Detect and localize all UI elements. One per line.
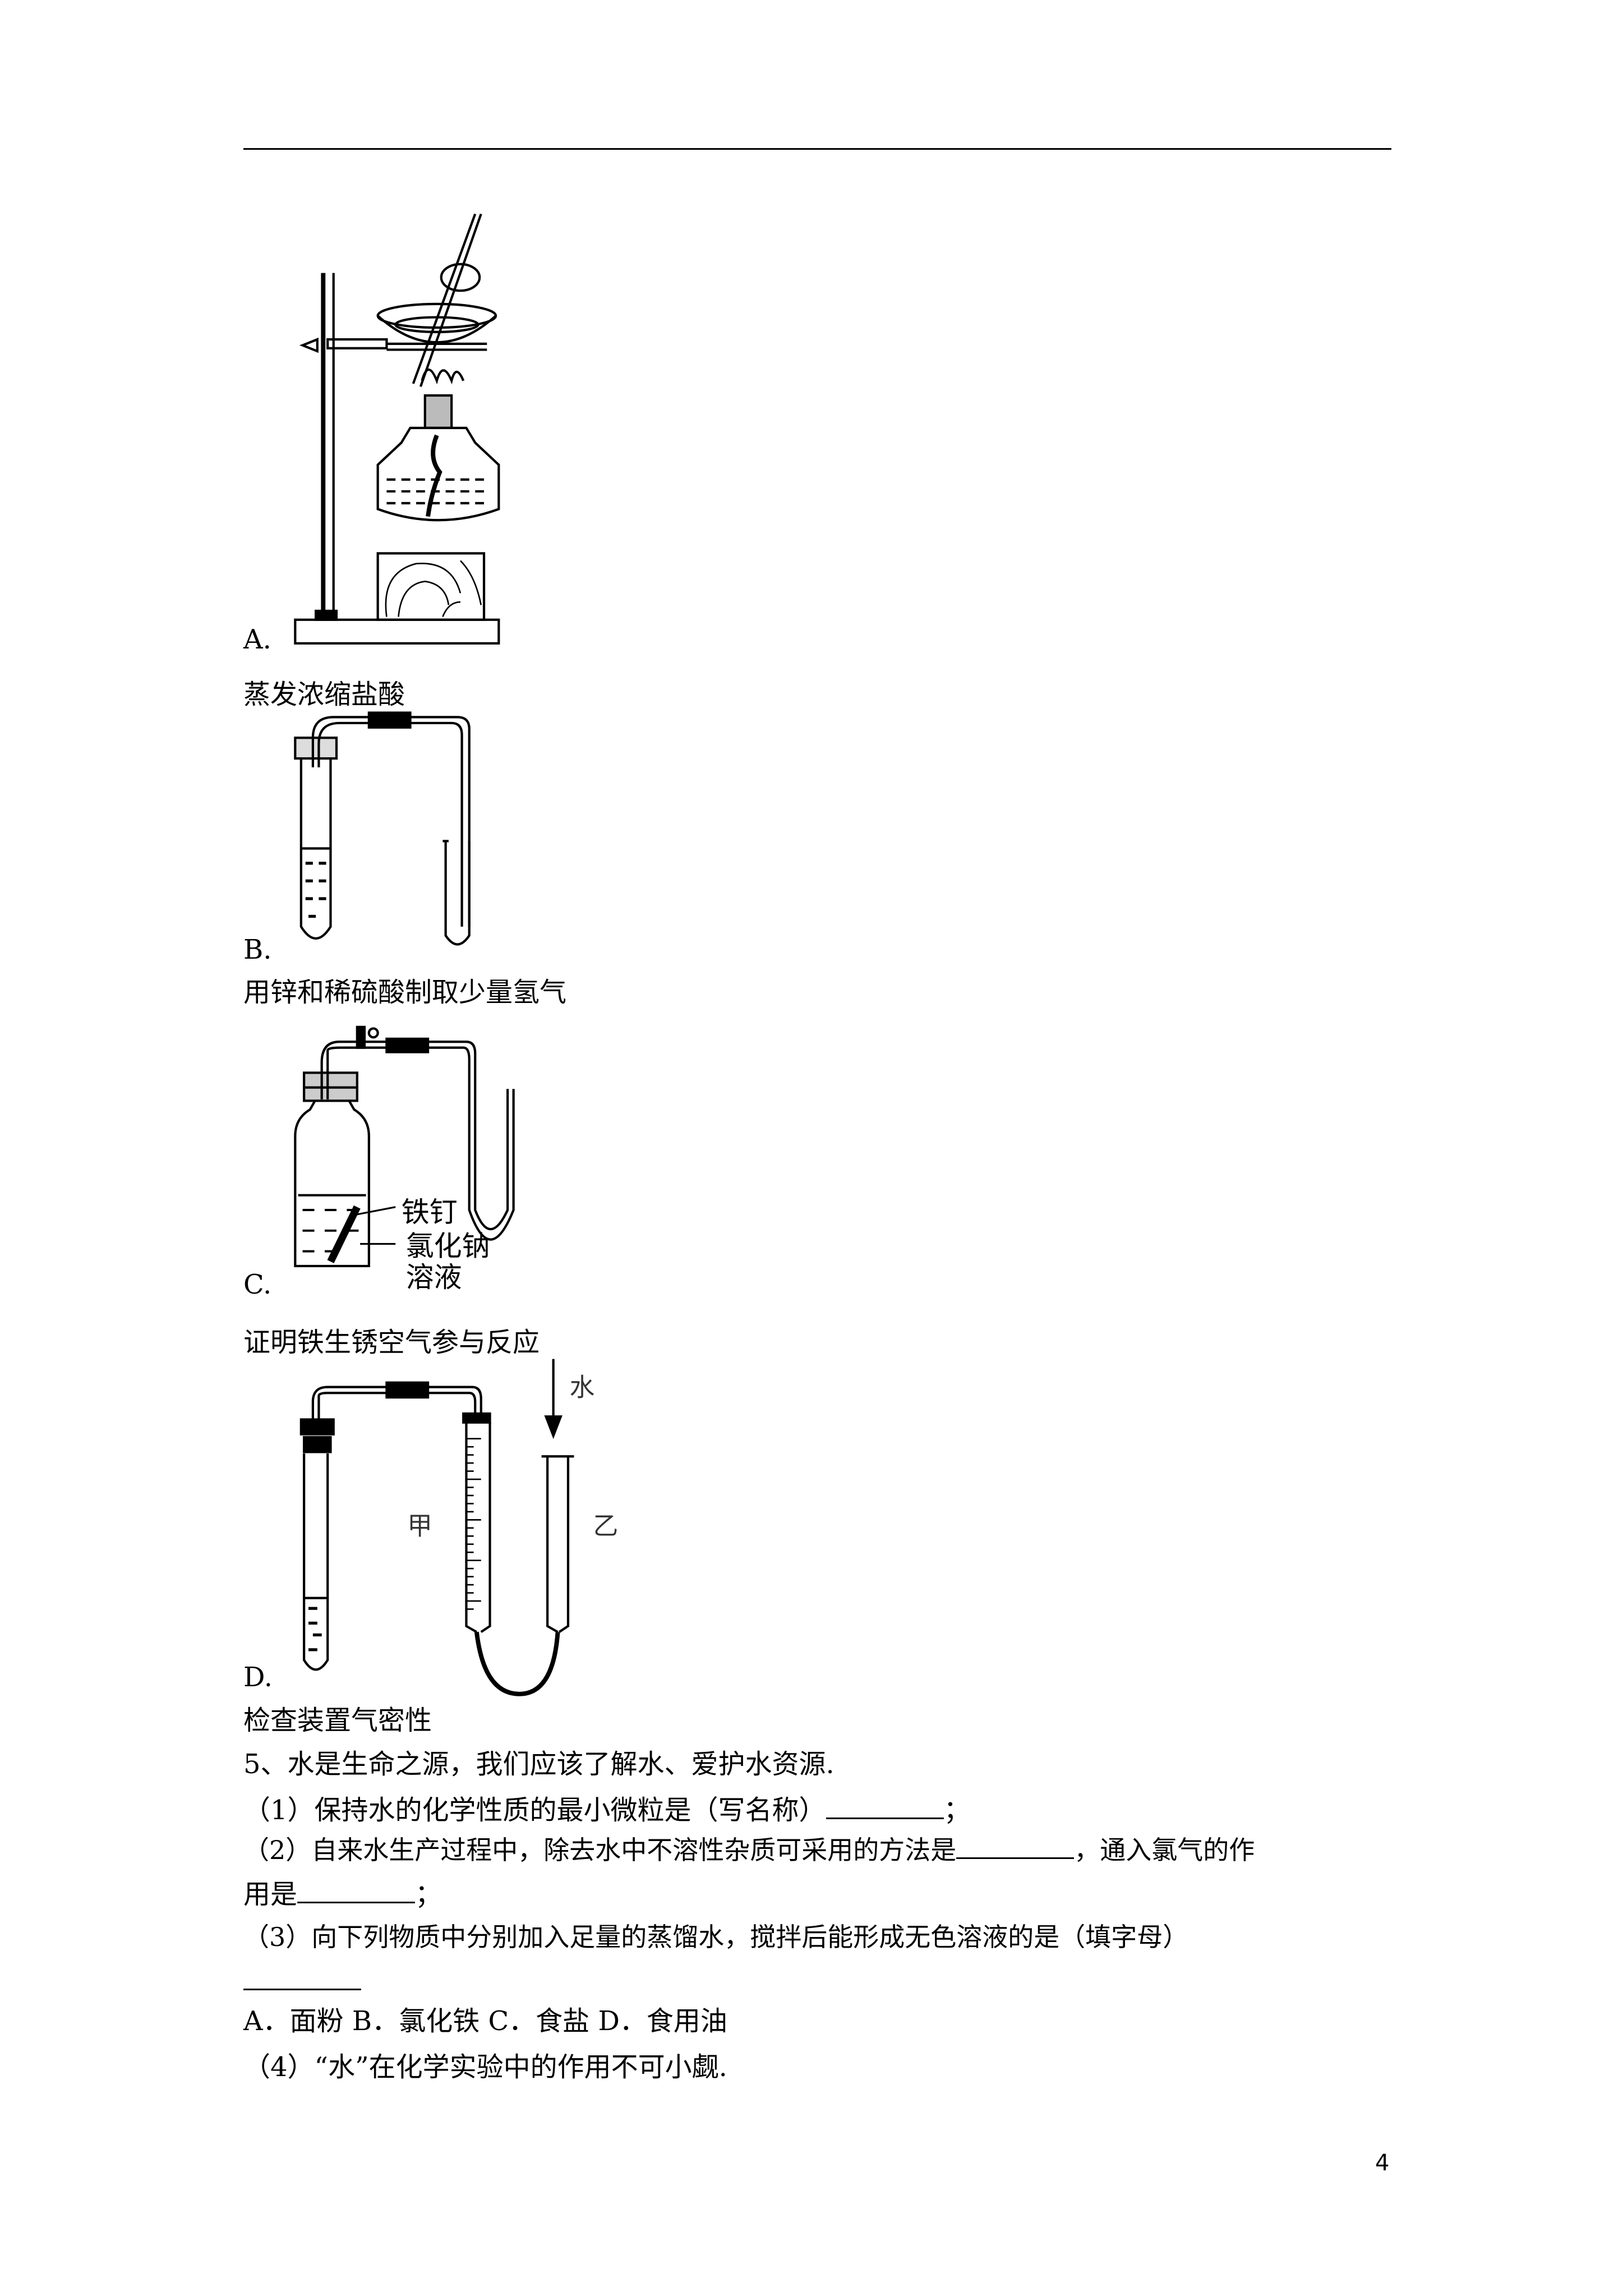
wood-block	[376, 552, 486, 621]
option-b-caption: 用锌和稀硫酸制取少量氢气	[243, 977, 567, 1008]
question-5-part-3-choices: A．面粉 B．氯化铁 C．食盐 D．食用油	[243, 2005, 727, 2037]
alcohol-lamp	[376, 426, 500, 522]
option-c-caption: 证明铁生锈空气参与反应	[243, 1327, 540, 1358]
question-5-part-3: （3）向下列物质中分别加入足量的蒸馏水，搅拌后能形成无色溶液的是（填字母）	[243, 1922, 1189, 1952]
question-5-part-2: （2）自来水生产过程中，除去水中不溶性杂质可采用的方法是 ，通入氯气的作	[243, 1834, 1255, 1866]
q2-text: （2）自来水生产过程中，除去水中不溶性杂质可采用的方法是	[243, 1835, 957, 1865]
answer-blank[interactable]	[297, 1879, 416, 1903]
right-tube	[541, 1455, 574, 1634]
iron-rust-figure	[294, 1025, 515, 1268]
test-tube	[299, 755, 332, 940]
question-5-part-4: （4）“水”在化学实验中的作用不可小觑.	[243, 2051, 727, 2083]
q1-text: （1）保持水的化学性质的最小微粒是（写名称）	[243, 1795, 826, 1826]
clip-valve	[356, 1025, 366, 1049]
label-jia: 甲	[407, 1511, 432, 1541]
label-water: 水	[570, 1372, 595, 1402]
stand-base	[294, 618, 500, 645]
question-5-part-2-cont: 用是 ；	[243, 1879, 442, 1910]
question-5-part-1: （1）保持水的化学性质的最小微粒是（写名称） ；	[243, 1795, 971, 1826]
glass-rod	[412, 213, 477, 384]
stopper	[294, 737, 338, 760]
label-solution: 溶液	[406, 1261, 462, 1294]
u-tube	[428, 1041, 515, 1241]
q2-punct: ；	[415, 1879, 442, 1910]
option-a-letter: A.	[243, 624, 271, 655]
graduated-tube	[465, 1422, 491, 1634]
page-number: 4	[1375, 2150, 1390, 2176]
question-5-stem: 5、水是生命之源，我们应该了解水、爱护水资源.	[243, 1749, 834, 1780]
answer-blank[interactable]	[956, 1835, 1075, 1859]
option-a-caption: 蒸发浓缩盐酸	[243, 679, 405, 710]
option-c-letter: C.	[243, 1269, 272, 1300]
iron-nail	[327, 1205, 361, 1263]
option-b-letter: B.	[243, 934, 272, 965]
evaporation-apparatus-figure	[294, 213, 500, 645]
rubber-tube	[474, 1631, 560, 1696]
answer-blank[interactable]	[826, 1795, 944, 1819]
option-d-letter: D.	[243, 1662, 273, 1693]
label-sodium-chloride: 氯化钠	[406, 1230, 490, 1263]
hydrogen-generation-figure	[294, 711, 471, 946]
delivery-tube	[410, 716, 471, 927]
label-yi: 乙	[593, 1511, 619, 1541]
answer-blank[interactable]	[243, 1989, 361, 1990]
flame	[421, 369, 465, 385]
header-rule	[243, 148, 1391, 150]
q1-punct: ；	[943, 1795, 971, 1826]
airtightness-figure	[299, 1359, 574, 1696]
q2-text-end: 用是	[243, 1879, 298, 1910]
clamp-screw	[299, 337, 319, 353]
collection-tube	[442, 840, 471, 946]
down-arrow-icon	[544, 1415, 562, 1439]
option-d-caption: 检查装置气密性	[243, 1705, 432, 1736]
bottle	[294, 1098, 370, 1268]
left-test-tube	[303, 1453, 329, 1671]
label-iron-nail: 铁钉	[402, 1196, 458, 1228]
q2-text-cont: ，通入氯气的作	[1074, 1835, 1255, 1865]
